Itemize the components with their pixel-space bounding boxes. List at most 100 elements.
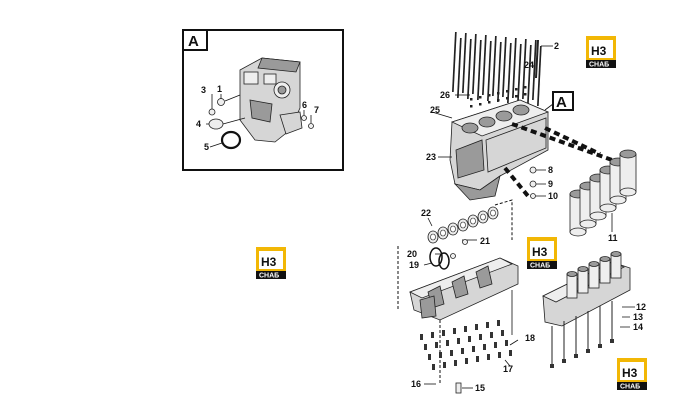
stud bbox=[517, 43, 522, 105]
watermark-logo: H3 CHAБ bbox=[256, 247, 286, 280]
svg-text:H3: H3 bbox=[622, 366, 638, 380]
crankcase-bolt bbox=[501, 330, 504, 336]
watermark-logo: H3 CHAБ bbox=[617, 358, 647, 391]
svg-text:CHAБ: CHAБ bbox=[530, 263, 550, 270]
crankcase-bolt bbox=[443, 362, 446, 368]
stud-nut bbox=[479, 103, 482, 106]
crankcase-bolt bbox=[487, 354, 490, 360]
stud bbox=[502, 36, 507, 98]
stud bbox=[452, 31, 457, 93]
crankcase-bolt bbox=[483, 344, 486, 350]
crankcase-bolt bbox=[497, 320, 500, 326]
inset-part-6 bbox=[301, 115, 307, 121]
assembly-guides bbox=[503, 122, 613, 198]
callout-17: 17 bbox=[503, 364, 513, 374]
installed-liner bbox=[599, 258, 611, 284]
stud bbox=[467, 38, 472, 100]
inset-housing bbox=[239, 57, 303, 143]
callout-7: 7 bbox=[314, 105, 319, 115]
stud-nut bbox=[515, 88, 518, 91]
crankcase-bolt bbox=[509, 350, 512, 356]
stud bbox=[527, 44, 532, 106]
callout-23: 23 bbox=[426, 152, 436, 162]
crankcase-bolt bbox=[431, 332, 434, 338]
crankcase-bolt bbox=[479, 334, 482, 340]
stud bbox=[477, 39, 482, 101]
stud-nut bbox=[506, 90, 509, 93]
stud bbox=[507, 42, 512, 104]
callout-25: 25 bbox=[430, 105, 440, 115]
crankcase-bolt bbox=[454, 360, 457, 366]
lower-crankcase bbox=[397, 246, 519, 384]
cylinder-liners: 11 bbox=[569, 149, 637, 243]
inset-letter-box bbox=[182, 29, 208, 51]
callout-10: 10 bbox=[548, 191, 558, 201]
watermark-logo: H3 CHAБ bbox=[527, 237, 557, 270]
stud bbox=[492, 35, 497, 97]
callout-1: 1 bbox=[217, 84, 222, 94]
callout-4: 4 bbox=[196, 119, 201, 129]
plugs-8-9-10: 8 9 10 bbox=[529, 165, 558, 201]
stud-nut bbox=[479, 96, 482, 99]
stud bbox=[537, 45, 542, 107]
stud bbox=[535, 39, 539, 79]
svg-text:H3: H3 bbox=[591, 44, 607, 58]
crankcase-bolt bbox=[453, 328, 456, 334]
callout-14: 14 bbox=[633, 322, 643, 332]
callout-21: 21 bbox=[480, 236, 490, 246]
main-bearings: 22 bbox=[421, 199, 513, 244]
svg-text:H3: H3 bbox=[532, 245, 548, 259]
inset-part-1 bbox=[217, 98, 225, 106]
inset-letter: A bbox=[188, 33, 199, 50]
installed-liner bbox=[610, 253, 622, 279]
stud bbox=[457, 37, 462, 99]
stud bbox=[462, 32, 467, 94]
installed-liner bbox=[577, 268, 589, 294]
stud bbox=[532, 39, 537, 101]
crankcase-bolt bbox=[505, 340, 508, 346]
callout-16: 16 bbox=[411, 379, 421, 389]
crankcase-bolt bbox=[450, 350, 453, 356]
stud-nut bbox=[524, 93, 527, 96]
detail-inset: A 1 3 4 5 6 7 bbox=[182, 29, 344, 171]
stud bbox=[487, 40, 492, 102]
callout-15: 15 bbox=[475, 383, 485, 393]
crankcase-bolt bbox=[446, 340, 449, 346]
stud-nut bbox=[470, 98, 473, 101]
callout-2: 2 bbox=[554, 41, 559, 51]
callout-13: 13 bbox=[633, 312, 643, 322]
stud-nut bbox=[506, 97, 509, 100]
svg-text:CHAБ: CHAБ bbox=[620, 384, 640, 391]
callout-18: 18 bbox=[525, 333, 535, 343]
callout-12: 12 bbox=[636, 302, 646, 312]
crankcase-bolt bbox=[465, 358, 468, 364]
crankcase-bolt bbox=[498, 352, 501, 358]
detail-marker-letter: A bbox=[556, 94, 567, 111]
stud bbox=[472, 33, 477, 95]
stud-nut bbox=[515, 95, 518, 98]
cylinder-liner bbox=[619, 153, 637, 193]
crankcase-bolt bbox=[424, 344, 427, 350]
callout-3: 3 bbox=[201, 85, 206, 95]
block-assembly-lower: 12 13 14 bbox=[542, 251, 646, 368]
crankcase-bolt bbox=[476, 356, 479, 362]
crankcase-bolt bbox=[486, 322, 489, 328]
crankcase-bolt bbox=[442, 330, 445, 336]
inset-part-3 bbox=[208, 108, 216, 116]
svg-text:H3: H3 bbox=[261, 255, 277, 269]
stud-nut bbox=[497, 92, 500, 95]
stud-nut bbox=[497, 99, 500, 102]
stud-nut bbox=[524, 86, 527, 89]
watermark-logo: H3 CHAБ bbox=[586, 36, 616, 69]
callout-9: 9 bbox=[548, 179, 553, 189]
callout-6: 6 bbox=[302, 100, 307, 110]
crankcase-bolt bbox=[472, 346, 475, 352]
crankcase-bolt bbox=[461, 348, 464, 354]
crankcase-bolt bbox=[494, 342, 497, 348]
svg-text:CHAБ: CHAБ bbox=[589, 62, 609, 69]
head-studs: 2 24 26 bbox=[440, 31, 559, 108]
crankcase-bolt bbox=[439, 352, 442, 358]
crankcase-bolt bbox=[457, 338, 460, 344]
callout-8: 8 bbox=[548, 165, 553, 175]
